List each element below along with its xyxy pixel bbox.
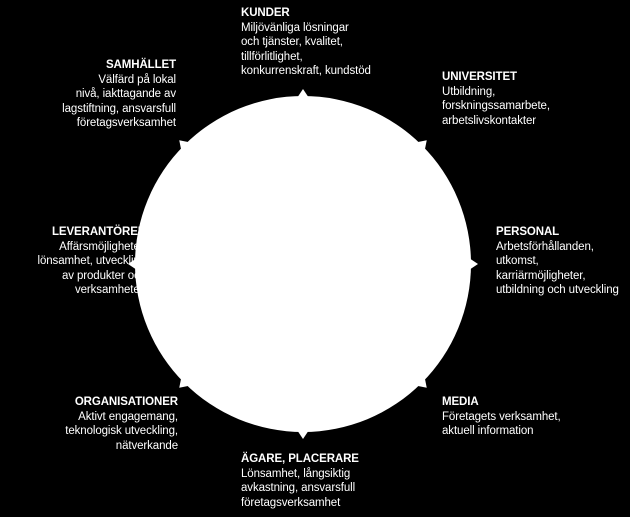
circle-notches <box>128 89 478 439</box>
group-line: Välfärd på lokal <box>98 73 176 86</box>
group-line: av produkter och <box>61 269 146 282</box>
group-line: konkurrenskraft, kundstöd <box>241 65 371 77</box>
group-line: lönsamhet, utveckling <box>37 255 147 267</box>
group-line: Miljövänliga lösningar <box>241 21 349 34</box>
group-universitet: UNIVERSITET Utbildning, forskningssamarb… <box>442 70 550 128</box>
group-media: MEDIA Företagets verksamhet, aktuell inf… <box>442 395 561 439</box>
circle-notch <box>179 140 190 151</box>
group-title-kunder: KUNDER <box>241 7 290 19</box>
group-line: Arbetsförhållanden, <box>496 240 594 253</box>
group-line: lagstiftning, ansvarsfull <box>62 102 176 115</box>
group-personal: PERSONAL Arbetsförhållanden, utkomst, ka… <box>496 225 619 298</box>
group-line: utkomst, <box>496 255 539 267</box>
circle-notch <box>179 377 190 388</box>
group-line: karriärmöjligheter, <box>496 269 586 282</box>
circle-notch <box>416 377 427 388</box>
circle-notch <box>297 430 309 439</box>
group-title-media: MEDIA <box>442 396 479 408</box>
group-title-leverantorer: LEVERANTÖRER <box>51 226 146 238</box>
group-line: verksamheten <box>74 284 146 296</box>
group-line: utbildning och utveckling <box>496 284 619 296</box>
group-agare: ÄGARE, PLACERARE Lönsamhet, långsiktig a… <box>241 452 359 510</box>
group-title-agare: ÄGARE, PLACERARE <box>241 453 359 465</box>
circle-notch <box>416 140 427 151</box>
group-line: forskningssamarbete, <box>442 100 550 112</box>
group-line: Företagets verksamhet, <box>442 410 561 423</box>
circle-notch <box>128 258 137 270</box>
group-line: företagsverksamhet <box>241 496 341 509</box>
circle-notch <box>469 258 478 270</box>
group-line: avkastning, ansvarsfull <box>241 482 356 494</box>
group-title-organisationer: ORGANISATIONER <box>74 396 178 408</box>
group-line: nivå, iakttagande av <box>75 88 176 100</box>
group-line: aktuell information <box>442 425 534 437</box>
group-line: Utbildning, <box>442 85 496 98</box>
central-circle <box>135 96 471 432</box>
group-title-universitet: UNIVERSITET <box>442 71 517 83</box>
group-line: Lönsamhet, långsiktig <box>241 467 351 480</box>
group-line: och tjänster, kvalitet, <box>241 36 343 48</box>
group-leverantorer: LEVERANTÖRER Affärsmöjligheter, lönsamhe… <box>38 225 147 298</box>
group-line: företagsverksamhet <box>76 117 176 129</box>
group-title-personal: PERSONAL <box>496 226 560 238</box>
group-line: teknologisk utveckling, <box>65 425 178 437</box>
group-line: tillförlitlighet, <box>241 50 303 63</box>
group-line: nätverkande <box>115 439 178 452</box>
circle-notch <box>297 89 309 98</box>
group-title-samhallet: SAMHÄLLET <box>105 59 176 71</box>
group-line: arbetslivskontakter <box>442 114 536 127</box>
group-kunder: KUNDER Miljövänliga lösningar och tjänst… <box>241 6 371 79</box>
group-samhallet: SAMHÄLLET Välfärd på lokal nivå, iakttag… <box>62 58 176 131</box>
group-line: Aktivt engagemang, <box>78 410 178 423</box>
group-line: Affärsmöjligheter, <box>59 240 146 253</box>
group-organisationer: ORGANISATIONER Aktivt engagemang, teknol… <box>65 395 178 453</box>
